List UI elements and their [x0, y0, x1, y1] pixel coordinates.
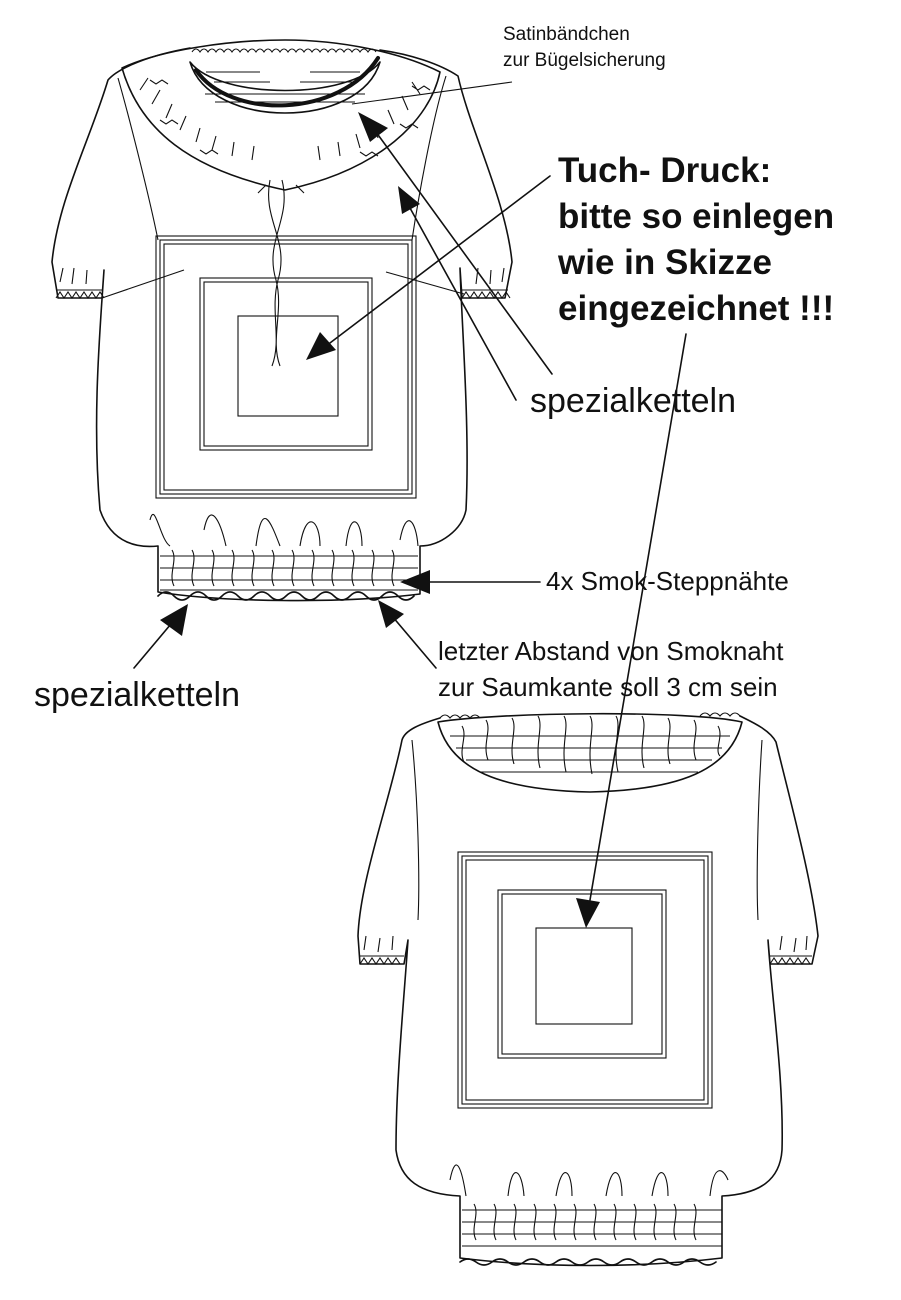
front-blouse-sketch — [51, 39, 513, 602]
back-blouse-sketch — [357, 712, 819, 1267]
front-collar-smocking — [139, 71, 431, 161]
back-print-outer-square-inner2 — [465, 859, 705, 1101]
spezial-right-label: spezialketteln — [530, 382, 736, 420]
tuch-arrowhead-back — [576, 898, 600, 928]
front-print-outer-square-inner — [159, 239, 413, 495]
back-cuff-gathers — [363, 935, 808, 953]
front-right-cuff — [461, 289, 511, 299]
tuch-label-line4: eingezeichnet !!! — [558, 289, 834, 328]
annotation-labels: Satinbändchen zur Bügelsicherung Tuch- D… — [34, 24, 834, 714]
front-collar-edge-zigzag — [191, 48, 377, 53]
tuch-label-line1: Tuch- Druck: — [558, 151, 771, 190]
front-cuff-gathers — [59, 267, 505, 285]
callout-arrows — [133, 81, 687, 928]
smok-label: 4x Smok-Steppnähte — [546, 566, 789, 596]
front-print-middle-square-inner — [203, 281, 369, 447]
back-print-outer-square-inner — [461, 855, 709, 1105]
back-right-cuff — [769, 955, 812, 965]
satin-ribbon — [194, 56, 380, 108]
front-left-cuff — [55, 289, 105, 299]
front-hem-gathers — [149, 513, 419, 547]
tuch-label-line3: wie in Skizze — [557, 243, 772, 282]
front-sleeve-pointer-lines — [101, 269, 465, 299]
abstand-label-line1: letzter Abstand von Smoknaht — [438, 636, 784, 666]
tuch-callout-line-back — [589, 333, 687, 901]
front-hem-wavy-edge — [157, 591, 415, 601]
abstand-callout-line — [391, 615, 437, 669]
back-collar-edge-zigzag — [439, 712, 741, 719]
front-smocked-band — [160, 549, 418, 591]
satin-label-line1: Satinbändchen — [503, 24, 630, 45]
back-collar — [437, 712, 743, 793]
front-tie-cords — [257, 179, 305, 367]
tuch-label-line2: bitte so einlegen — [558, 197, 834, 236]
spezial-right-line-2 — [409, 207, 517, 401]
satin-label-line2: zur Bügelsicherung — [503, 50, 666, 71]
back-blouse-outline — [357, 715, 819, 1267]
front-print-outer-square-inner2 — [163, 243, 409, 491]
back-print-middle-square-inner — [501, 893, 663, 1055]
front-print-middle-square — [199, 277, 373, 451]
tuch-callout-line-front — [325, 175, 551, 347]
back-hem-wavy-edge — [459, 1258, 717, 1266]
back-left-cuff — [359, 955, 404, 965]
back-print-inner-square — [535, 927, 633, 1025]
back-hem-gathers — [449, 1164, 729, 1197]
front-neckline — [189, 61, 381, 114]
front-blouse-outline — [51, 47, 513, 602]
back-collar-smocking — [450, 715, 730, 775]
spezial-right-arrowhead-2 — [398, 186, 420, 214]
spezial-right-line-1 — [375, 131, 553, 375]
satin-callout-line — [351, 81, 513, 105]
back-sleeve-seams — [411, 739, 763, 921]
back-print-outer-square — [457, 851, 713, 1109]
front-collar — [121, 39, 441, 191]
abstand-label-line2: zur Saumkante soll 3 cm sein — [438, 672, 778, 702]
tuch-arrowhead-front — [306, 332, 336, 360]
front-print-outer-square — [155, 235, 417, 499]
spezial-left-label: spezialketteln — [34, 676, 240, 714]
smok-arrowhead — [400, 570, 430, 594]
back-smocked-band — [462, 1203, 722, 1247]
back-print-middle-square — [497, 889, 667, 1059]
front-print-inner-square — [237, 315, 339, 417]
front-sleeve-seams — [117, 75, 447, 241]
abstand-arrowhead — [378, 600, 404, 628]
spezial-right-arrowhead-1 — [358, 112, 388, 142]
spezial-left-arrowhead — [160, 604, 188, 636]
